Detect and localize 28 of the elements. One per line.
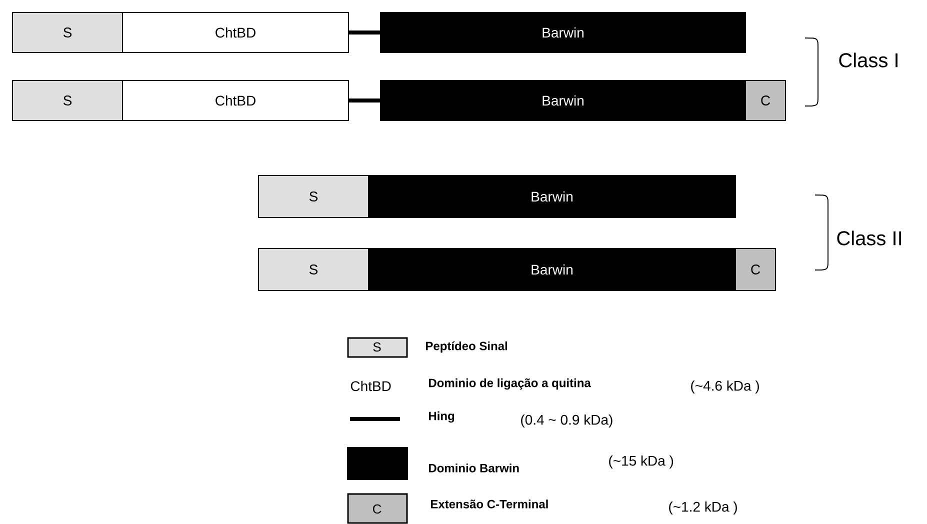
c-terminal-segment: C — [735, 248, 776, 291]
signal-peptide-segment: S — [258, 248, 369, 291]
mass-label: (~1.2 kDa ) — [669, 501, 737, 515]
legend-text: Dominio Barwin — [429, 464, 519, 472]
barwin-segment: Barwin — [368, 175, 736, 218]
legend-text: Extensão C-Terminal — [431, 500, 548, 508]
hinge-line — [349, 30, 380, 34]
legend-swatch-text: S — [373, 342, 381, 352]
legend-sample-text: ChtBD — [350, 380, 391, 392]
chitin-binding-segment: ChtBD — [122, 80, 349, 121]
class-label: Class I — [839, 52, 898, 68]
mass-label: (0.4 ~ 0.9 kDa) — [521, 414, 612, 428]
legend-swatch-text: C — [372, 504, 382, 514]
barwin-segment: Barwin — [380, 80, 746, 121]
legend-text: Peptídeo Sinal — [426, 341, 508, 353]
barwin-segment: Barwin — [368, 248, 736, 291]
mass-label: (~4.6 kDa ) — [691, 380, 759, 394]
signal-peptide-segment: S — [12, 80, 123, 121]
legend-text: Dominio de ligação a quitina — [429, 378, 591, 390]
signal-peptide-segment: S — [258, 175, 369, 218]
c-terminal-segment: C — [745, 80, 786, 121]
hinge-line — [349, 98, 380, 102]
signal-peptide-segment: S — [12, 12, 123, 53]
chitin-binding-segment: ChtBD — [122, 12, 349, 53]
barwin-segment: Barwin — [380, 12, 746, 53]
legend-text: Hing — [429, 411, 454, 423]
mass-label: (~15 kDa ) — [609, 455, 674, 469]
class-label: Class II — [837, 230, 902, 246]
